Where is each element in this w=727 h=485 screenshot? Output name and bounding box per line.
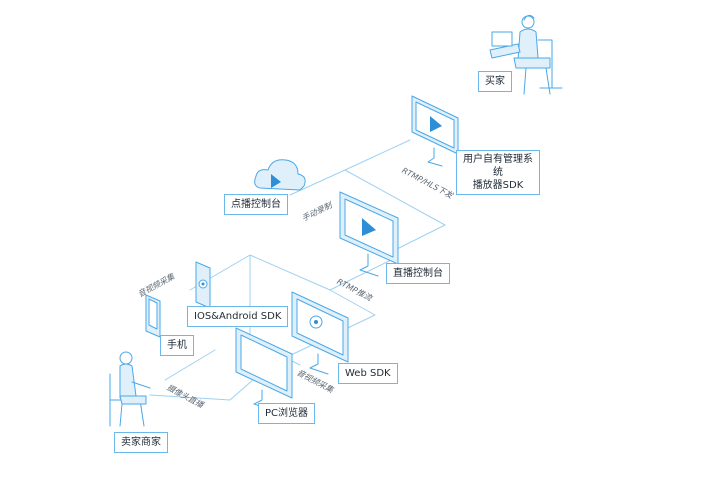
pc-browser-label: PC浏览器 xyxy=(258,403,316,424)
seller-label: 卖家商家 xyxy=(114,432,168,453)
cloud-play-icon xyxy=(254,159,306,191)
edge-rtmp-hls xyxy=(289,169,446,251)
phone-label: 手机 xyxy=(160,335,194,356)
web-sdk-label: Web SDK xyxy=(338,363,398,384)
monitor-icon xyxy=(235,327,293,411)
user-system-line2: 播放器SDK xyxy=(472,180,524,191)
buyer-label: 买家 xyxy=(478,71,512,92)
person-at-laptop-icon xyxy=(489,14,563,95)
monitor-play-icon xyxy=(339,191,399,277)
smartphone-icon xyxy=(145,294,161,338)
monitor-play-icon xyxy=(411,95,459,167)
vod-console-label: 点播控制台 xyxy=(224,194,288,215)
user-system-label: 用户自有管理系统 播放器SDK xyxy=(456,150,540,195)
person-seated-icon xyxy=(109,351,151,427)
edge-live-to-devices xyxy=(189,254,396,291)
live-console-label: 直播控制台 xyxy=(386,263,450,284)
phone-gear-icon xyxy=(195,261,211,309)
monitor-gear-icon xyxy=(291,291,349,375)
user-system-line1: 用户自有管理系统 xyxy=(463,154,533,178)
mobile-sdk-label: IOS&Android SDK xyxy=(187,306,289,327)
